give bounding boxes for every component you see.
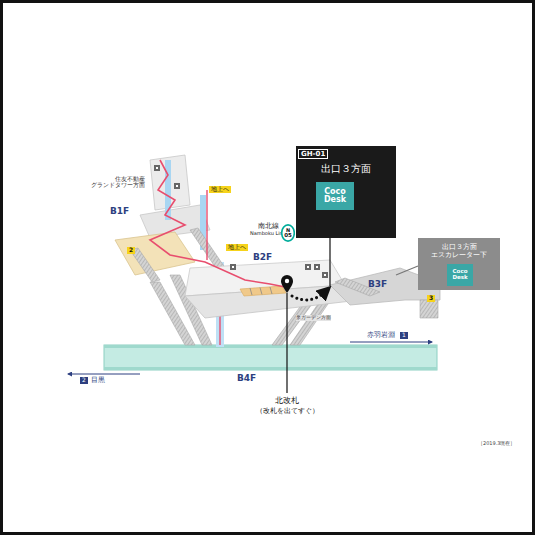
callout-title: 出口３方面 エスカレーター下 — [428, 243, 490, 259]
b4f-platform — [104, 345, 437, 370]
exit-number: 3 — [427, 295, 435, 302]
b2f-level-part — [240, 286, 286, 296]
direction-note: 住友不動産 グランドタワー方面 — [85, 176, 145, 189]
coco-desk-box: Coco Desk — [316, 182, 354, 210]
b2f-level-part — [270, 287, 272, 294]
station-number: 05 — [284, 233, 292, 239]
callout-title: 出口３方面 — [321, 163, 371, 175]
facility-icons-part — [232, 266, 234, 268]
direction-arrows-part — [350, 342, 432, 343]
brand-name: Coco Desk — [447, 269, 473, 281]
gate-note: （改札を出てすぐ） — [232, 407, 342, 415]
direction-label: 目黒 — [91, 377, 105, 384]
brand-name: Coco Desk — [316, 188, 354, 205]
route-line — [150, 160, 285, 287]
walk-route — [292, 291, 326, 300]
floor-label: B3F — [368, 279, 387, 289]
route-line-part — [206, 190, 207, 260]
exit-number: 2 — [127, 247, 135, 254]
leader-lines-part — [286, 293, 287, 393]
line-direction-number: 2 — [80, 377, 88, 384]
leader-lines-part — [396, 266, 418, 275]
location-pin-dot — [285, 279, 289, 283]
exit-tag: 地上へ — [209, 186, 231, 193]
facility-icons-part — [305, 264, 311, 270]
location-pin — [281, 275, 293, 293]
gate-name: 北改札 — [257, 396, 317, 405]
facility-icons-part — [307, 266, 309, 268]
floor-label: B1F — [110, 206, 129, 216]
facility-icons-part — [176, 185, 178, 187]
line-badge: N05 — [281, 224, 295, 242]
b2f-level-part — [250, 288, 252, 295]
line-name-en: Namboku Line — [250, 231, 286, 237]
b3f-walkway-part — [420, 300, 438, 318]
facility-icons-part — [324, 274, 326, 276]
facility-icons-part — [322, 272, 328, 278]
b4f-platform-part — [104, 367, 437, 370]
coco-desk-box: Coco Desk — [447, 264, 473, 286]
exit-tag: 地上へ — [226, 244, 248, 251]
direction-arrows-part — [68, 374, 140, 375]
floor-label: B4F — [236, 373, 257, 383]
direction-note: 泉ガーデン方面 — [296, 315, 331, 321]
callout-box: 出口３方面 エスカレーター下 Coco Desk — [418, 238, 500, 290]
callout-box: GH-01 出口３方面 Coco Desk — [296, 146, 396, 238]
facility-icons-part — [314, 264, 320, 270]
facility-icons-part — [316, 266, 318, 268]
line-name: 南北線 — [258, 222, 279, 230]
facility-icons-part — [156, 167, 158, 169]
leader-lines-part — [329, 238, 330, 286]
badge-ring — [282, 225, 295, 241]
floor-label: B2F — [253, 252, 272, 262]
direction-label: 赤羽岩淵 — [367, 332, 395, 339]
b4f-platform-part — [104, 345, 437, 348]
direction-arrows — [68, 342, 432, 374]
b2f-level-part — [185, 285, 360, 318]
b4f-platform-part — [104, 345, 437, 370]
facility-icons-part — [230, 264, 236, 270]
leader-lines — [287, 238, 418, 393]
facility-icons-part — [174, 183, 180, 189]
b2f-level-part — [260, 288, 262, 295]
route-line-part — [150, 160, 285, 287]
callout-code: GH-01 — [298, 149, 328, 159]
line-direction-number: 1 — [400, 332, 408, 339]
date-note: ［2019.3現在］ — [478, 441, 516, 447]
facility-icons-part — [154, 165, 160, 171]
